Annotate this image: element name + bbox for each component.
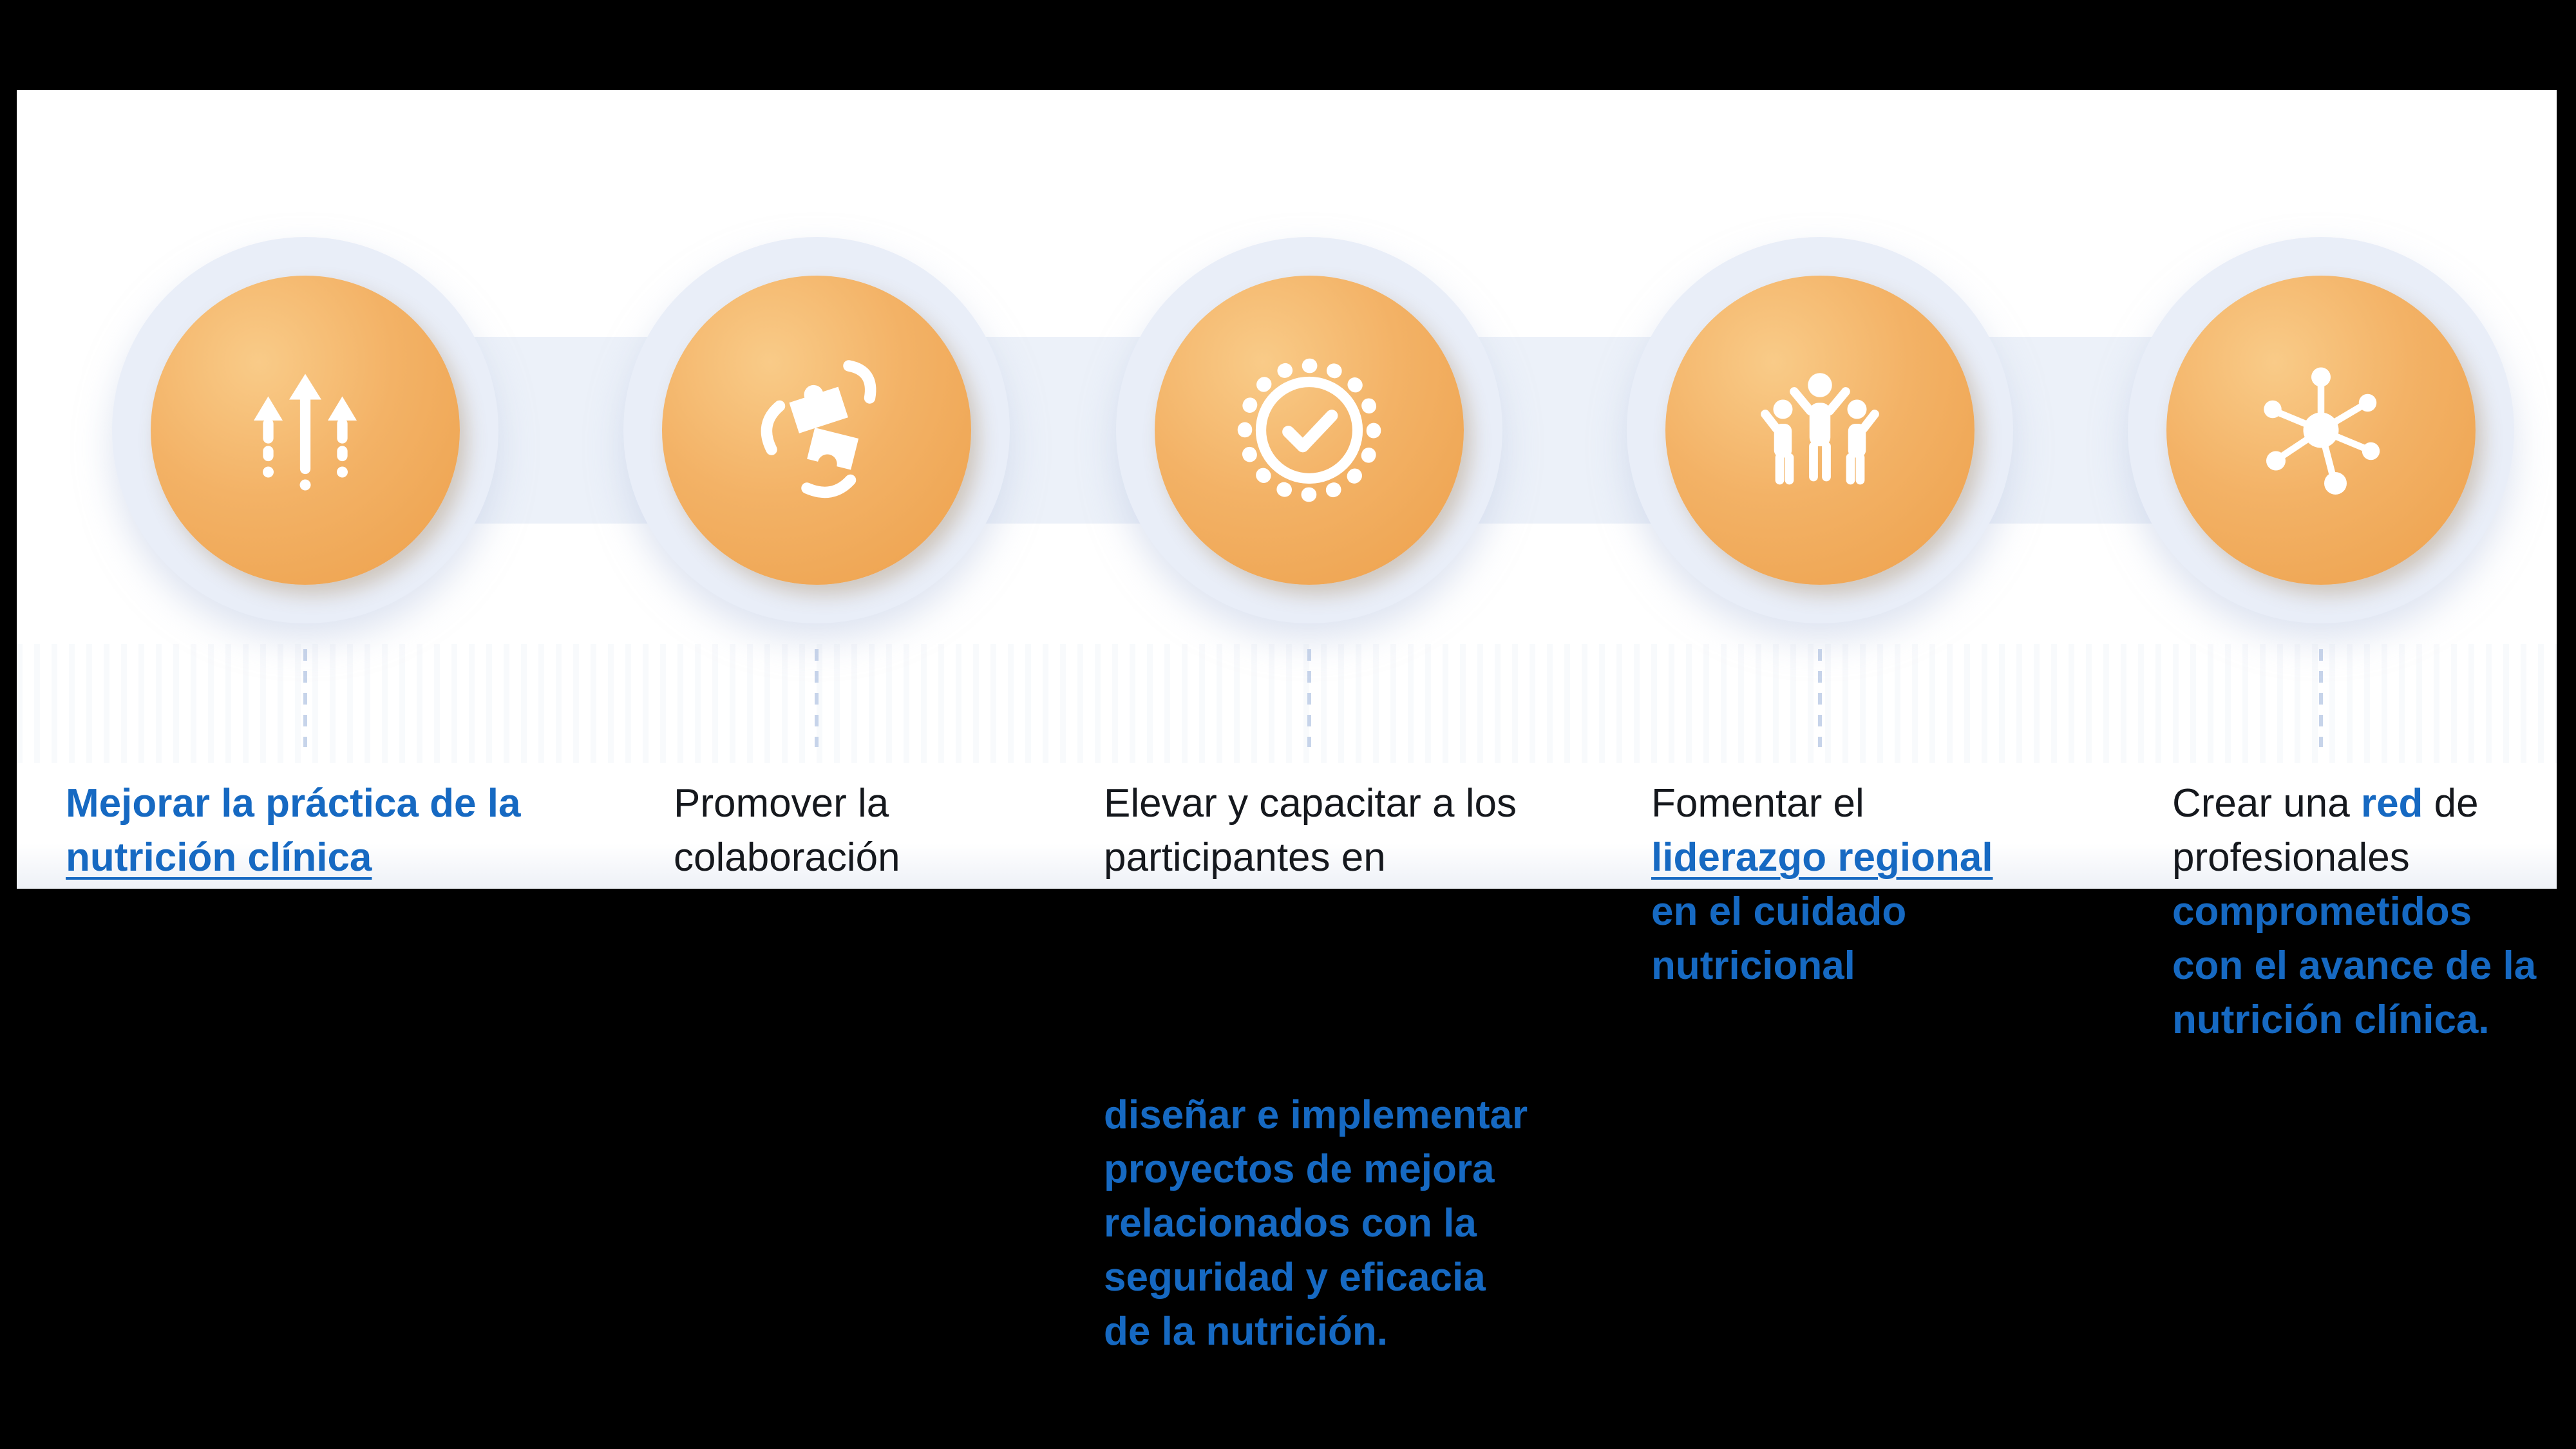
step-3-line: participantes en	[1104, 835, 1386, 880]
step-2-line: Promover la	[674, 781, 889, 826]
leader-dashed-line	[1818, 649, 1822, 747]
step-1-text: Mejorar la práctica de la nutrición clín…	[66, 777, 520, 885]
growth-arrows-icon	[254, 374, 357, 491]
step-4-link[interactable]: liderazgo regional	[1651, 835, 1993, 880]
step-5-line: comprometidos	[2172, 889, 2472, 934]
step-4-circle	[1665, 276, 1975, 585]
leader-dashed-line	[1307, 649, 1311, 747]
leader-dashed-line	[815, 649, 819, 747]
step-5-line-mixed: Crear una red de	[2172, 777, 2536, 831]
step-2-circle	[662, 276, 971, 585]
leader-dashed-line	[2319, 649, 2323, 747]
step-4-line: Fomentar el	[1651, 781, 1864, 826]
step-3-circle	[1155, 276, 1464, 585]
step-3-detail-line: relacionados con la	[1104, 1201, 1477, 1245]
step-1-circle	[151, 276, 460, 585]
step-5-run: Crear una	[2172, 781, 2361, 826]
step-5-text: Crear una red de profesionales compromet…	[2172, 777, 2536, 1047]
step-4-text: Fomentar el liderazgo regional en el cui…	[1651, 777, 1993, 993]
step-4-line: nutricional	[1651, 943, 1855, 988]
step-3-text: Elevar y capacitar a los participantes e…	[1104, 777, 1517, 885]
people-celebrating-icon	[1761, 373, 1879, 485]
leader-dashed-line	[303, 649, 307, 747]
step-5-circle	[2166, 276, 2476, 585]
step-1-line: Mejorar la práctica de la	[66, 781, 521, 826]
step-3-detail-line: de la nutrición.	[1104, 1309, 1388, 1354]
step-2-text: Promover la colaboración	[674, 777, 900, 885]
step-5-line: con el avance de la	[2172, 943, 2537, 988]
texture-band	[17, 644, 2557, 763]
step-4-line: en el cuidado	[1651, 889, 1907, 934]
step-5-line: profesionales	[2172, 835, 2410, 880]
step-5-line: nutrición clínica.	[2172, 998, 2490, 1042]
step-3-detail-text: diseñar e implementar proyectos de mejor…	[1104, 1088, 1528, 1359]
network-hub-icon	[2264, 367, 2380, 495]
step-1-link[interactable]: nutrición clínica	[66, 835, 372, 880]
step-3-line: Elevar y capacitar a los	[1104, 781, 1517, 826]
step-2-line: colaboración	[674, 835, 900, 880]
badge-check-icon	[1237, 358, 1381, 502]
step-5-run: de	[2423, 781, 2479, 826]
collaboration-puzzle-hands-icon	[761, 360, 876, 498]
step-3-detail-line: seguridad y eficacia	[1104, 1255, 1486, 1300]
step-3-detail-line: proyectos de mejora	[1104, 1147, 1495, 1191]
step-5-run-highlight: red	[2360, 781, 2423, 826]
step-3-detail-line: diseñar e implementar	[1104, 1093, 1528, 1137]
